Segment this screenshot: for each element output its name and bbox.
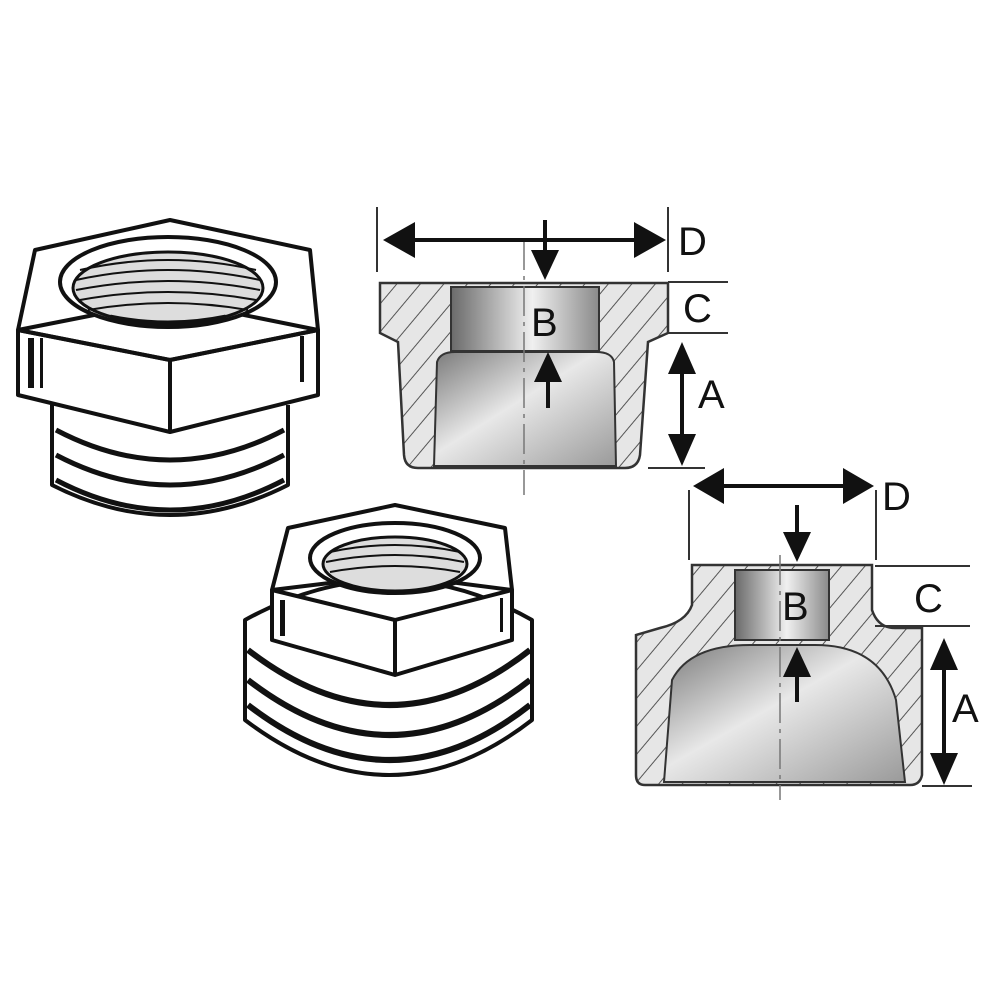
label-a-2: A	[952, 687, 979, 731]
cross-section-1	[376, 207, 728, 495]
label-d-2: D	[882, 475, 911, 519]
cross-section-2	[634, 468, 972, 800]
bushing-illustration-1	[16, 218, 320, 517]
label-c-2: C	[914, 577, 943, 621]
label-c-1: C	[683, 287, 712, 331]
bushing-illustration-2	[243, 503, 534, 777]
label-d-1: D	[678, 220, 707, 264]
label-a-1: A	[698, 373, 725, 417]
label-b-1: B	[531, 301, 558, 345]
label-b-2: B	[782, 585, 809, 629]
